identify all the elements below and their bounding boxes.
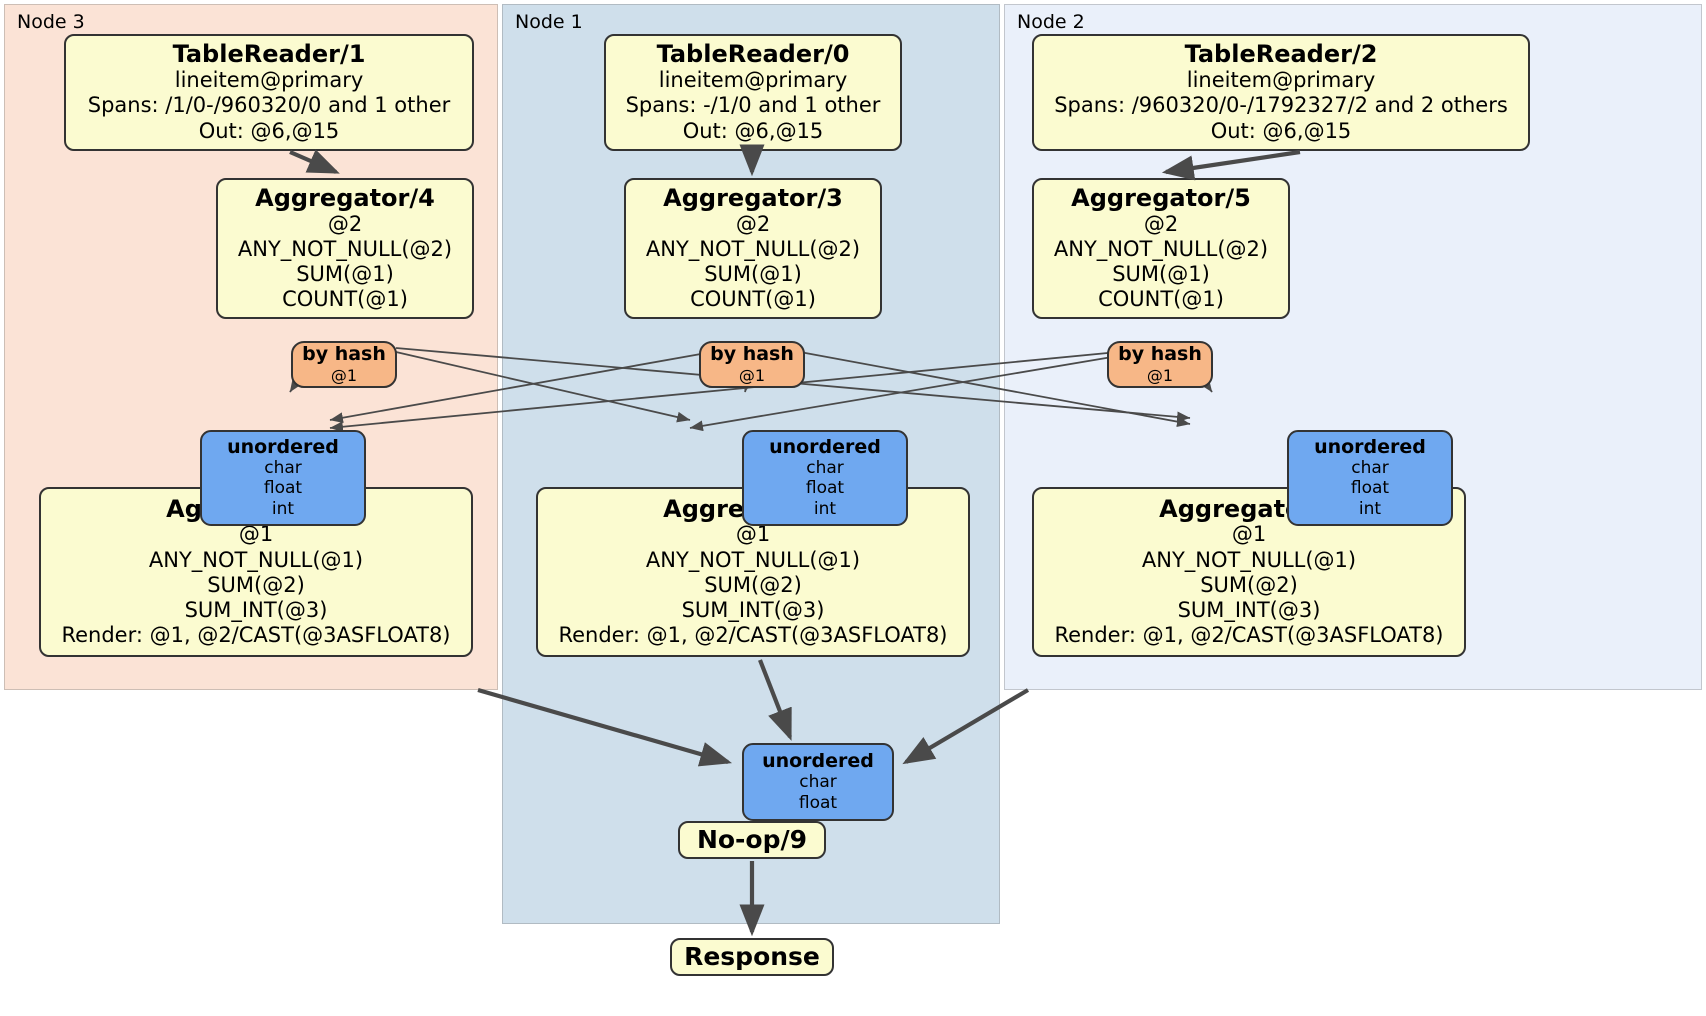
router-title: unordered xyxy=(227,435,339,458)
processor-line: COUNT(@1) xyxy=(282,287,408,312)
processor-line: SUM(@2) xyxy=(207,572,305,597)
processor-line: lineitem@primary xyxy=(1186,68,1376,93)
processor-line: lineitem@primary xyxy=(174,68,364,93)
processor-line: Render: @1, @2/CAST(@3ASFLOAT8) xyxy=(558,623,948,648)
processor-title: Aggregator/3 xyxy=(663,183,843,212)
router-unordered-node2[interactable]: unordered char float int xyxy=(1287,430,1453,526)
processor-response[interactable]: Response xyxy=(670,938,834,976)
router-line: int xyxy=(1358,498,1382,519)
processor-line: ANY_NOT_NULL(@2) xyxy=(237,236,453,261)
router-line: @1 xyxy=(330,365,358,385)
processor-table-reader-1[interactable]: TableReader/1 lineitem@primary Spans: /1… xyxy=(64,34,474,151)
router-line: char xyxy=(264,458,302,479)
processor-aggregator-4[interactable]: Aggregator/4 @2 ANY_NOT_NULL(@2) SUM(@1)… xyxy=(216,178,474,319)
processor-title: Response xyxy=(684,942,820,971)
processor-aggregator-3[interactable]: Aggregator/3 @2 ANY_NOT_NULL(@2) SUM(@1)… xyxy=(624,178,882,319)
processor-line: @1 xyxy=(735,522,771,547)
router-line: int xyxy=(271,498,295,519)
processor-line: ANY_NOT_NULL(@1) xyxy=(148,547,364,572)
router-title: unordered xyxy=(769,435,881,458)
processor-noop-9[interactable]: No-op/9 xyxy=(678,821,826,859)
processor-line: lineitem@primary xyxy=(658,68,848,93)
processor-title: Aggregator/5 xyxy=(1071,183,1251,212)
router-line: int xyxy=(813,498,837,519)
router-unordered-final[interactable]: unordered char float xyxy=(742,743,894,821)
router-line: float xyxy=(263,478,303,499)
processor-line: ANY_NOT_NULL(@2) xyxy=(1053,236,1269,261)
processor-aggregator-5[interactable]: Aggregator/5 @2 ANY_NOT_NULL(@2) SUM(@1)… xyxy=(1032,178,1290,319)
router-line: char xyxy=(799,772,837,793)
processor-title: TableReader/2 xyxy=(1184,40,1378,69)
processor-line: @2 xyxy=(1143,211,1179,236)
processor-line: Out: @6,@15 xyxy=(198,118,340,143)
processor-table-reader-0[interactable]: TableReader/0 lineitem@primary Spans: -/… xyxy=(604,34,902,151)
router-unordered-node3[interactable]: unordered char float int xyxy=(200,430,366,526)
processor-title: No-op/9 xyxy=(696,825,808,854)
node-panel-label-node2: Node 2 xyxy=(1017,11,1085,33)
processor-line: COUNT(@1) xyxy=(1098,287,1224,312)
processor-line: ANY_NOT_NULL(@2) xyxy=(645,236,861,261)
processor-line: @2 xyxy=(327,211,363,236)
processor-line: @2 xyxy=(735,211,771,236)
node-panel-label-node3: Node 3 xyxy=(17,11,85,33)
processor-line: SUM(@2) xyxy=(1200,572,1298,597)
processor-line: ANY_NOT_NULL(@1) xyxy=(1141,547,1357,572)
processor-line: SUM_INT(@3) xyxy=(681,598,825,623)
router-line: char xyxy=(1351,458,1389,479)
processor-line: @1 xyxy=(1231,522,1267,547)
processor-line: @1 xyxy=(238,522,274,547)
router-line: float xyxy=(1350,478,1390,499)
router-line: @1 xyxy=(738,365,766,385)
processor-line: SUM(@1) xyxy=(296,261,394,286)
processor-line: Spans: /1/0-/960320/0 and 1 other xyxy=(87,93,451,118)
processor-title: TableReader/0 xyxy=(656,40,850,69)
router-line: char xyxy=(806,458,844,479)
router-title: by hash xyxy=(302,343,386,366)
processor-line: COUNT(@1) xyxy=(690,287,816,312)
processor-line: Spans: /960320/0-/1792327/2 and 2 others xyxy=(1054,93,1508,118)
node-panel-label-node1: Node 1 xyxy=(515,11,583,33)
router-by-hash-node3[interactable]: by hash @1 xyxy=(291,341,397,388)
router-line: float xyxy=(798,792,838,813)
processor-line: Out: @6,@15 xyxy=(1210,118,1352,143)
router-title: unordered xyxy=(762,749,874,772)
processor-line: SUM(@1) xyxy=(1112,261,1210,286)
router-unordered-node1[interactable]: unordered char float int xyxy=(742,430,908,526)
router-by-hash-node2[interactable]: by hash @1 xyxy=(1107,341,1213,388)
processor-line: Out: @6,@15 xyxy=(682,118,824,143)
router-by-hash-node1[interactable]: by hash @1 xyxy=(699,341,805,388)
processor-line: ANY_NOT_NULL(@1) xyxy=(645,547,861,572)
router-line: float xyxy=(805,478,845,499)
processor-line: Render: @1, @2/CAST(@3ASFLOAT8) xyxy=(61,623,451,648)
processor-line: Render: @1, @2/CAST(@3ASFLOAT8) xyxy=(1054,623,1444,648)
processor-line: SUM_INT(@3) xyxy=(184,598,328,623)
router-line: @1 xyxy=(1146,365,1174,385)
processor-line: SUM_INT(@3) xyxy=(1177,598,1321,623)
processor-line: SUM(@1) xyxy=(704,261,802,286)
processor-table-reader-2[interactable]: TableReader/2 lineitem@primary Spans: /9… xyxy=(1032,34,1530,151)
router-title: by hash xyxy=(1118,343,1202,366)
processor-line: SUM(@2) xyxy=(704,572,802,597)
processor-title: TableReader/1 xyxy=(172,40,366,69)
router-title: by hash xyxy=(710,343,794,366)
router-title: unordered xyxy=(1314,435,1426,458)
processor-line: Spans: -/1/0 and 1 other xyxy=(625,93,881,118)
processor-title: Aggregator/4 xyxy=(255,183,435,212)
